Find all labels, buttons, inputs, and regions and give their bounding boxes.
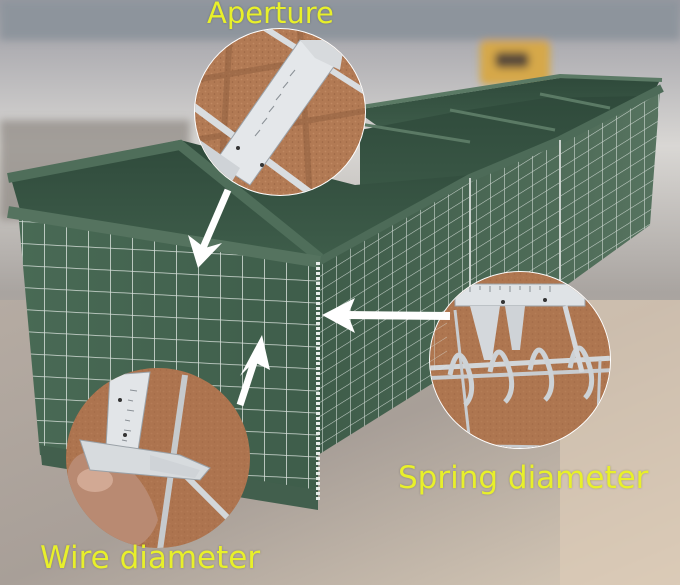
aperture-label: Aperture: [207, 0, 334, 30]
aperture-inset: [194, 28, 366, 196]
wire-diameter-label: Wire diameter: [40, 540, 261, 576]
arrow-aperture: [188, 188, 232, 268]
arrow-spring: [322, 298, 451, 333]
arrow-wire: [236, 335, 270, 407]
spring-diameter-label: Spring diameter: [398, 460, 649, 496]
